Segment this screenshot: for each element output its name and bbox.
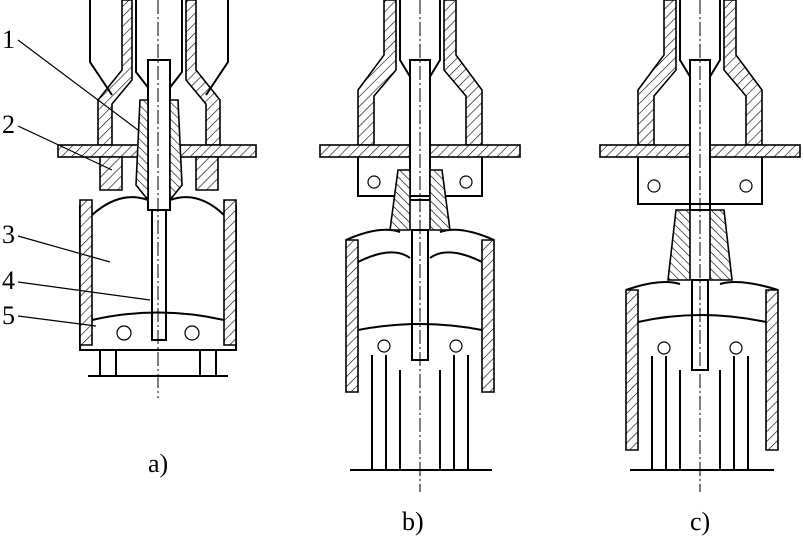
subfigure-label-a: a): [148, 449, 168, 478]
part-label-3: 3: [2, 220, 15, 249]
view-b: [319, 0, 521, 492]
part-label-4: 4: [2, 266, 15, 295]
part-label-5: 5: [2, 301, 15, 330]
part-label-2: 2: [2, 110, 15, 139]
leader-lines: [17, 39, 151, 327]
part-number-labels: 1 2 3 4 5: [2, 25, 15, 330]
subfigure-label-b: b): [402, 507, 424, 536]
view-c: [599, 0, 801, 492]
subfigure-label-c: c): [690, 507, 710, 536]
subfigure-labels: a) b) c): [148, 449, 710, 536]
view-a: [57, 0, 257, 398]
part-label-1: 1: [2, 25, 15, 54]
